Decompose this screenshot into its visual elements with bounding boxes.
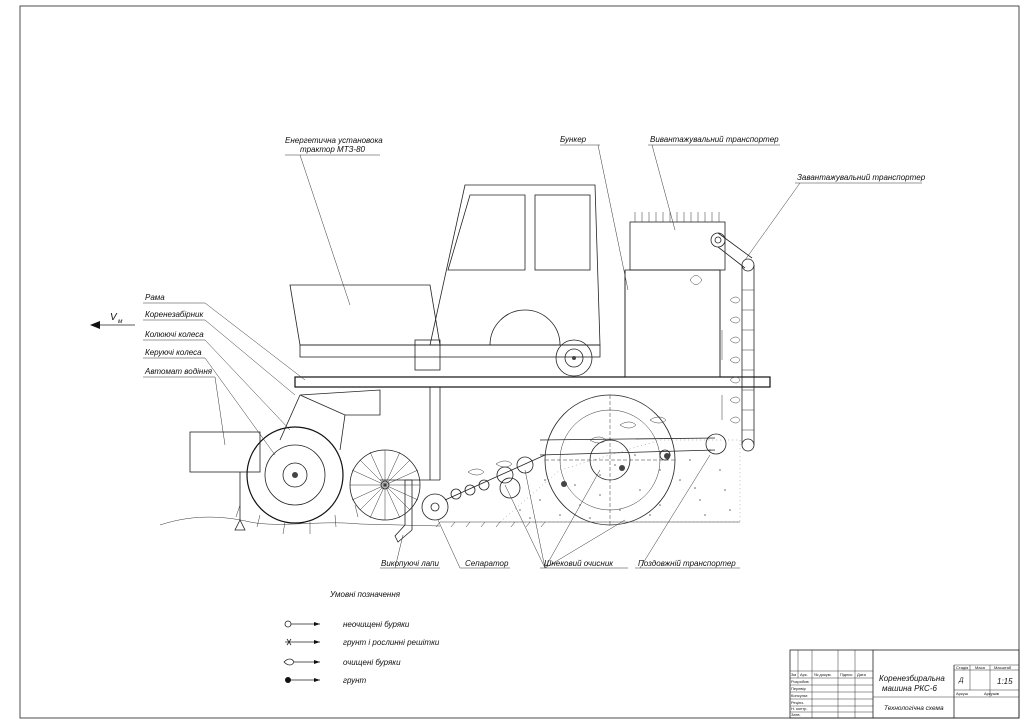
tractor-body xyxy=(289,184,601,371)
label-power-unit: Енергетична установока xyxy=(285,136,383,145)
legend-item: грунт і рослинні решітки xyxy=(285,638,440,647)
front-wheel xyxy=(235,426,359,535)
tb-subtitle: Технологічна схема xyxy=(884,704,944,712)
label-gauge-wheels: Колюючі колеса xyxy=(145,330,204,339)
tb-header-sheet: Арк. xyxy=(800,672,808,677)
unloading-conveyor xyxy=(710,232,753,269)
tb-title-line1: Коренезбиральна xyxy=(879,674,945,683)
legend-item: неочищені буряки xyxy=(284,620,410,629)
tb-scale-value: 1:15 xyxy=(997,677,1013,686)
label-tractor-model: трактор МТЗ-80 xyxy=(300,145,366,154)
bunker xyxy=(624,212,726,378)
tb-role: Затв. xyxy=(791,712,801,717)
legend-label: грунт і рослинні решітки xyxy=(343,638,440,647)
label-frame: Рама xyxy=(145,293,165,302)
legend: Умовні позначення неочищені буряки грунт… xyxy=(283,590,440,685)
tb-role: Перевір xyxy=(791,686,807,691)
unclean-beets-symbol xyxy=(284,620,292,628)
sheet-border xyxy=(19,5,1020,719)
tb-scale-label: Масштаб xyxy=(994,665,1012,670)
tb-stage-label: Стадія xyxy=(956,665,968,670)
label-autopilot: Автомат водіння xyxy=(144,367,213,376)
label-loading-conveyor: Завантажувальний транспортер xyxy=(797,173,926,182)
legend-label: очищені буряки xyxy=(343,658,401,667)
velocity-subscript: м xyxy=(118,318,123,325)
clean-beets-symbol xyxy=(283,658,295,666)
auger-cleaner xyxy=(444,454,546,501)
soil-symbol xyxy=(285,677,291,683)
tb-header-doc: № докум. xyxy=(814,672,832,677)
tb-role: Рецінз. xyxy=(791,700,804,705)
tb-stage-value: Д xyxy=(958,677,964,684)
gauge-wheel xyxy=(349,449,421,521)
tb-role: Н. контр. xyxy=(791,706,808,711)
title-block: Зм Арк. № докум. Підпис Дата Розробив Пе… xyxy=(789,649,1020,719)
separator xyxy=(421,493,449,521)
label-unloading-conveyor: Вивантажувальний транспортер xyxy=(650,135,779,144)
tb-title-line2: машина РКС-6 xyxy=(882,684,938,693)
direction-arrow: V м xyxy=(90,312,135,329)
label-auger-cleaner: Шнековий очисник xyxy=(544,559,614,568)
legend-item: очищені буряки xyxy=(283,658,401,667)
autopilot-unit xyxy=(189,387,441,531)
label-longitudinal-conveyor: Поздовжній транспортер xyxy=(638,559,736,568)
label-digging-paws: Викопуючі лапи xyxy=(381,559,439,568)
tb-role: Розробив xyxy=(791,679,809,684)
legend-label: неочищені буряки xyxy=(343,620,410,629)
label-root-picker: Коренезабірник xyxy=(145,310,204,319)
tb-role: Консульт. xyxy=(791,693,808,698)
tb-sheet-label: Аркуш xyxy=(956,691,968,696)
frame-beam xyxy=(294,270,771,388)
legend-title: Умовні позначення xyxy=(329,590,401,599)
legend-label: грунт xyxy=(343,676,367,685)
tb-header-change: Зм xyxy=(791,672,796,677)
label-bunker: Бункер xyxy=(560,135,587,144)
tb-header-date: Дата xyxy=(857,672,867,677)
label-steering-wheels: Керуючі колеса xyxy=(145,348,202,357)
tb-sheets-label: Аркушів xyxy=(984,691,999,696)
soil-residue-symbol xyxy=(286,638,292,646)
label-separator: Сепаратор xyxy=(465,559,509,568)
velocity-symbol: V xyxy=(110,312,118,323)
legend-item: грунт xyxy=(285,676,367,685)
beet-flow-symbols xyxy=(467,275,741,476)
tb-header-signature: Підпис xyxy=(840,672,853,677)
loading-conveyor xyxy=(741,258,755,452)
longitudinal-conveyor xyxy=(539,394,727,526)
soil-particles xyxy=(499,439,741,523)
tractor-rear-wheel xyxy=(555,339,593,377)
leader-lines xyxy=(143,144,922,569)
tb-mass-label: Маса xyxy=(975,665,986,670)
